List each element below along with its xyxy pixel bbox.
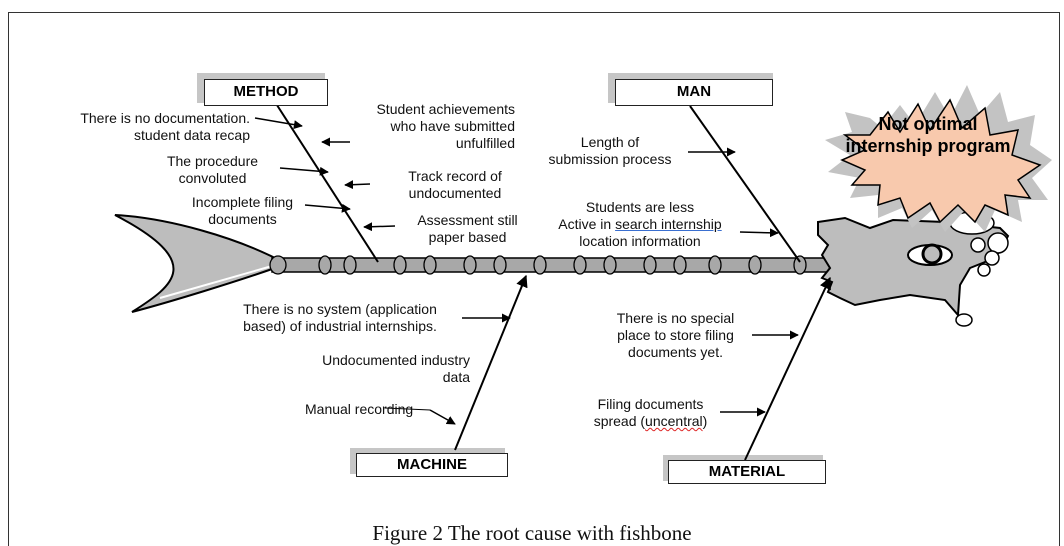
problem-statement: Not optimal internship program: [808, 113, 1048, 157]
cause-line: Assessment still: [417, 212, 518, 228]
cause-line: spread (uncentral): [578, 413, 723, 430]
fish-spine: [269, 255, 847, 275]
cause-line: Track record of: [408, 168, 502, 184]
cause-line: Filing documents: [597, 396, 704, 412]
machine-category-box: MACHINE: [356, 453, 508, 477]
figure-frame: [8, 12, 1060, 546]
material-cause-filing-spread: Filing documents spread (uncentral): [578, 396, 723, 430]
fish-tail: [114, 214, 276, 313]
method-cause-no-documentation: There is no documentation. student data …: [40, 110, 250, 144]
cause-line: documents: [208, 211, 277, 227]
machine-cause-manual-recording: Manual recording: [305, 401, 413, 418]
method-cause-track-record: Track record of undocumented: [390, 168, 520, 202]
man-cause-students-less-active: Students are less Active in search inter…: [535, 199, 745, 250]
cause-line: student data recap: [134, 127, 250, 143]
cause-line: Active in search internship: [535, 216, 745, 233]
cause-line: data: [442, 369, 470, 385]
cause-line: There is no documentation.: [80, 110, 250, 126]
cause-line: undocumented: [408, 185, 502, 201]
cause-line: submission process: [548, 151, 672, 167]
method-cause-assessment: Assessment still paper based: [405, 212, 530, 246]
material-category-box: MATERIAL: [668, 460, 826, 484]
cause-text-underlined: search internship: [615, 216, 722, 232]
manual-recording-underline: [384, 407, 431, 411]
cause-line: Undocumented industry: [322, 352, 470, 368]
cause-line: Length of: [580, 134, 640, 150]
man-cause-length-of-submission: Length of submission process: [530, 134, 690, 168]
cause-text: ): [702, 413, 708, 429]
problem-line-1: Not optimal: [878, 114, 978, 134]
cause-line: place to store filing: [617, 327, 734, 343]
problem-starburst: [825, 85, 1052, 232]
fish-head: [817, 211, 1010, 327]
man-category-box: MAN: [615, 79, 773, 106]
method-cause-student-achievements: Student achievements who have submitted …: [330, 101, 515, 152]
cause-text-underlined: uncentral: [645, 413, 703, 429]
method-cause-procedure: The procedure convoluted: [150, 153, 275, 187]
figure-caption: Figure 2 The root cause with fishbone: [372, 521, 692, 545]
bones: [274, 101, 831, 461]
method-category-box: METHOD: [204, 79, 328, 106]
cause-line: There is no system (application: [243, 301, 437, 317]
cause-line: Incomplete filing: [191, 194, 294, 210]
problem-line-2: internship program: [845, 136, 1011, 156]
cause-line: The procedure: [166, 153, 259, 169]
cause-line: based) of industrial internships.: [243, 318, 437, 334]
cause-line: convoluted: [178, 170, 247, 186]
machine-cause-undocumented-industry: Undocumented industry data: [290, 352, 470, 386]
cause-text: Active in: [558, 216, 616, 232]
cause-line: who have submitted: [390, 118, 515, 134]
cause-line: Students are less: [585, 199, 695, 215]
cause-line: location information: [579, 233, 701, 249]
machine-cause-no-system: There is no system (application based) o…: [220, 301, 460, 335]
cause-arrows: [254, 117, 799, 425]
cause-line: documents yet.: [628, 344, 723, 360]
cause-line: unfulfilled: [455, 135, 515, 151]
cause-line: There is no special: [616, 310, 735, 326]
method-cause-incomplete-filing: Incomplete filing documents: [180, 194, 305, 228]
cause-line: paper based: [428, 229, 507, 245]
material-cause-no-special-place: There is no special place to store filin…: [598, 310, 753, 361]
cause-text: spread (: [593, 413, 646, 429]
cause-line: Student achievements: [376, 101, 515, 117]
cause-line: Manual recording: [305, 401, 414, 417]
